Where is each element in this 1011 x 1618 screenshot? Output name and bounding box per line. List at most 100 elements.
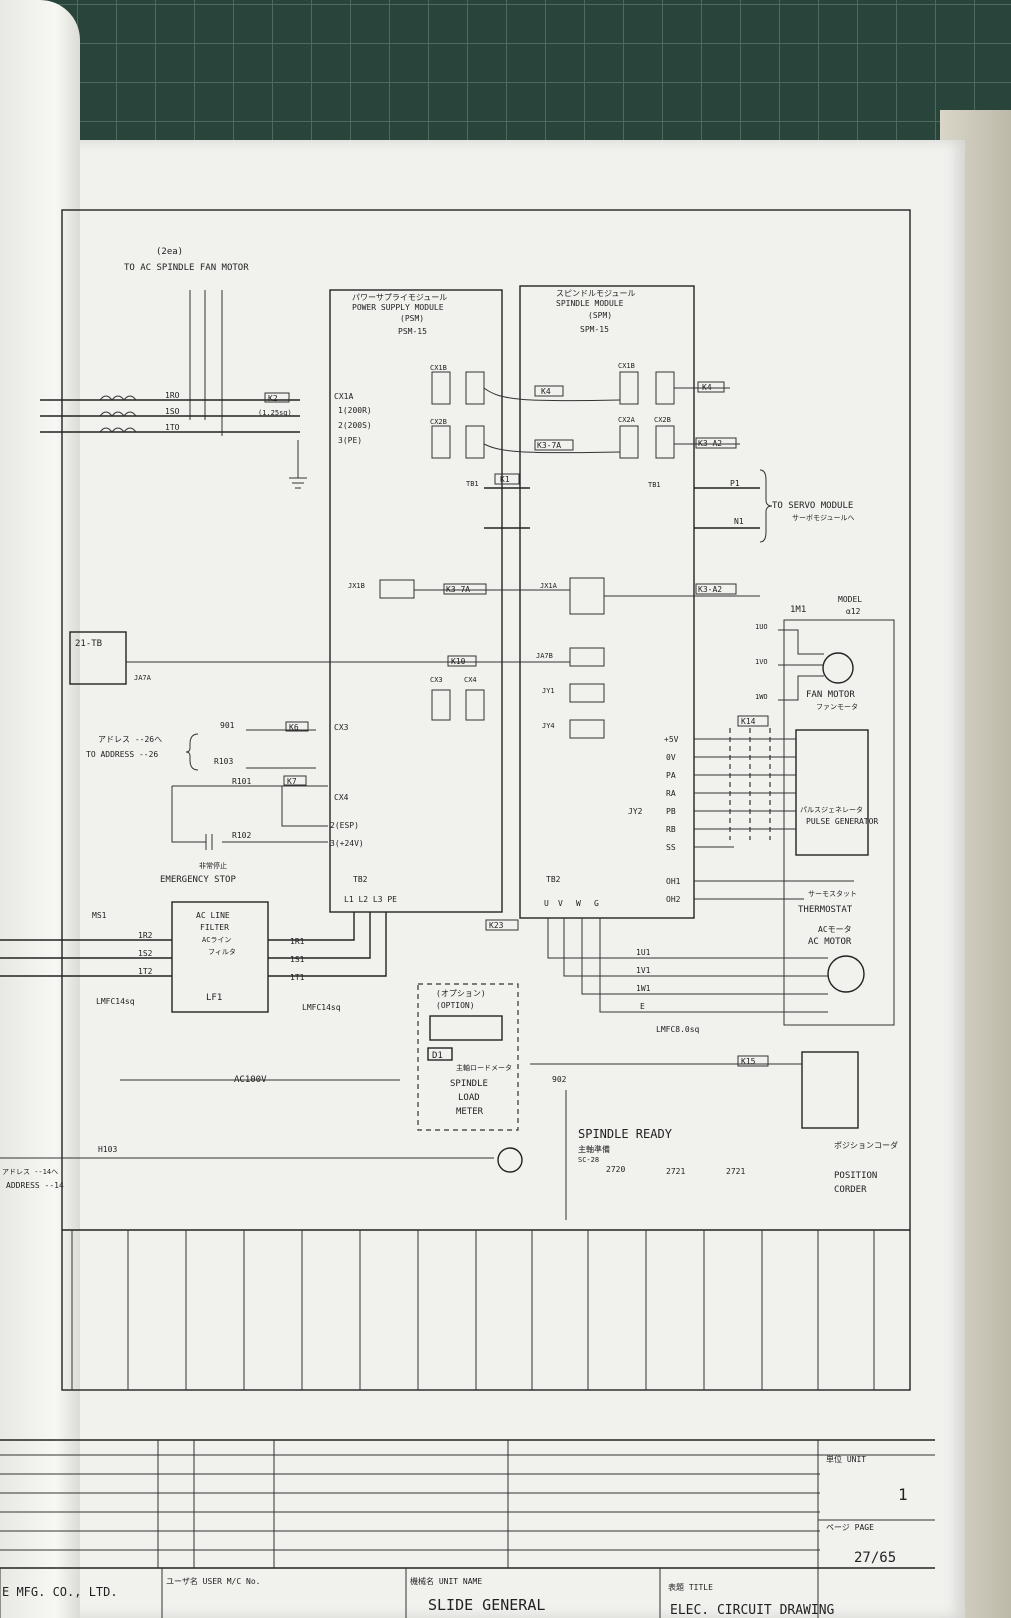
psm-tb2-label: TB2 <box>353 875 368 884</box>
psm-jp: パワーサプライモジュール <box>352 293 447 302</box>
load-2: LOAD <box>458 1093 480 1103</box>
filter-3: ACライン <box>202 936 231 944</box>
phase-w: 1W1 <box>636 984 651 993</box>
psm-cx4 <box>465 689 485 721</box>
psm-cx3 <box>431 689 451 721</box>
mt-terminal-box <box>69 631 127 685</box>
w103: R103 <box>214 757 233 766</box>
in-t: 1T2 <box>138 967 153 976</box>
k10-label: K10 <box>451 657 466 666</box>
cx3-wires <box>246 729 316 769</box>
spm-tb2-label: TB2 <box>546 875 561 884</box>
fan-v: 1VO <box>755 658 768 666</box>
unit-value: 1 <box>898 1485 908 1504</box>
out-r: 1R1 <box>290 937 305 946</box>
in-r: 1R2 <box>138 931 153 940</box>
lmfc-label: LMFC14sq <box>96 997 135 1006</box>
spm-jy2-label: JY2 <box>628 807 643 816</box>
sc-label: SC-28 <box>578 1156 599 1164</box>
k15-label: K15 <box>741 1057 756 1066</box>
p1-label: P1 <box>730 479 740 488</box>
fan-motor-wires <box>778 629 824 701</box>
phase-v: 1V1 <box>636 966 651 975</box>
fan-feed-s: 1SO <box>165 407 180 416</box>
k3-7a-tag <box>534 439 574 451</box>
cutting-mat <box>0 0 1011 160</box>
pulse-en: PULSE GENERATOR <box>806 817 878 826</box>
fan-u: 1UO <box>755 623 768 631</box>
psm-cx3-label: CX3 <box>430 676 443 684</box>
spindle-motor-frame <box>783 619 895 1026</box>
address-brace <box>185 733 199 771</box>
ground-symbol <box>289 477 307 489</box>
k14-tag <box>737 715 769 727</box>
spm-cx2a <box>619 425 639 459</box>
cx1a-pin1: 1(200R) <box>338 406 372 415</box>
out-s: 1S1 <box>290 955 305 964</box>
fan-feed-t: 1TO <box>165 423 180 432</box>
psm-l123: L1 L2 L3 PE <box>344 895 397 904</box>
spm-cx1a <box>619 371 639 405</box>
input-feed <box>0 939 172 977</box>
model-value: α12 <box>846 607 861 616</box>
cx1-bus <box>483 387 621 402</box>
k15-tag <box>737 1055 769 1067</box>
spm-jp: スピンドルモジュール <box>556 289 635 298</box>
filter-out <box>268 912 387 977</box>
unit-label: 単位 UNIT <box>826 1454 866 1464</box>
w902: 902 <box>552 1075 567 1084</box>
fan-motor-jp: ファンモータ <box>816 702 858 711</box>
pin-pa: PA <box>666 771 676 780</box>
uvw-g: G <box>594 899 599 908</box>
fan-note-top: (2ea) <box>156 247 183 257</box>
user-label: ユーザ名 USER M/C No. <box>166 1576 260 1586</box>
pin-pb: PB <box>666 807 676 816</box>
spm-module-box <box>519 285 695 919</box>
psm-cx2a <box>431 425 451 459</box>
k2-label: K2 <box>268 394 278 403</box>
k14-label: K14 <box>741 717 756 726</box>
pulse-wires <box>694 738 796 848</box>
address14-label: ADDRESS --14 <box>6 1181 64 1190</box>
spm-cx2b <box>655 425 675 459</box>
k23-tag <box>485 919 519 931</box>
k6-tag <box>285 721 309 732</box>
uvw-u: U <box>544 899 549 908</box>
load-3: METER <box>456 1107 484 1117</box>
spm-jy1-label: JY1 <box>542 687 555 695</box>
d1-label: D1 <box>432 1051 443 1061</box>
spm-cx1a-label: CX1B <box>618 362 635 370</box>
load-jp: 主軸ロードメータ <box>456 1063 512 1072</box>
lmfc2-label: LMFC14sq <box>302 1003 341 1012</box>
pin-ss: SS <box>666 843 676 852</box>
spm-jx1a <box>569 577 605 615</box>
lmfcb-label: LMFC8.0sq <box>656 1025 700 1034</box>
psm-cx1b-b <box>465 371 485 405</box>
thermostat-wires <box>694 880 854 900</box>
title-label: 表題 TITLE <box>668 1582 713 1592</box>
psm-jx1b <box>379 579 415 599</box>
k7-label: K7 <box>287 777 297 786</box>
unit-name-label: 機械名 UNIT NAME <box>410 1576 482 1586</box>
cx3-label: CX3 <box>334 723 349 732</box>
mt-box-label: 21-TB <box>75 639 102 649</box>
k3-a2-label: K3-A2 <box>698 585 722 594</box>
cx4-label: CX4 <box>334 793 349 802</box>
spm-jy4-label: JY4 <box>542 722 555 730</box>
k4-tag-out <box>697 381 725 393</box>
pin-0v: 0V <box>666 753 676 762</box>
oh2-label: OH2 <box>666 895 681 904</box>
ac-line-filter-box <box>171 901 269 1013</box>
k1-tag <box>494 473 520 485</box>
n2720: 2720 <box>606 1165 625 1174</box>
shield-lines <box>729 728 771 840</box>
k4-label: K4 <box>541 387 551 396</box>
esp-label: 2(ESP) <box>330 821 359 830</box>
psm-en: POWER SUPPLY MODULE <box>352 303 444 312</box>
pulse-jp: パルスジェネレータ <box>800 805 863 814</box>
option-box <box>417 983 519 1131</box>
k7-tag <box>283 775 307 786</box>
ms1-coil <box>497 1147 523 1173</box>
servo-note-jp: サーボモジュールへ <box>792 514 855 522</box>
drawing-title: ELEC. CIRCUIT DRAWING <box>670 1603 835 1618</box>
